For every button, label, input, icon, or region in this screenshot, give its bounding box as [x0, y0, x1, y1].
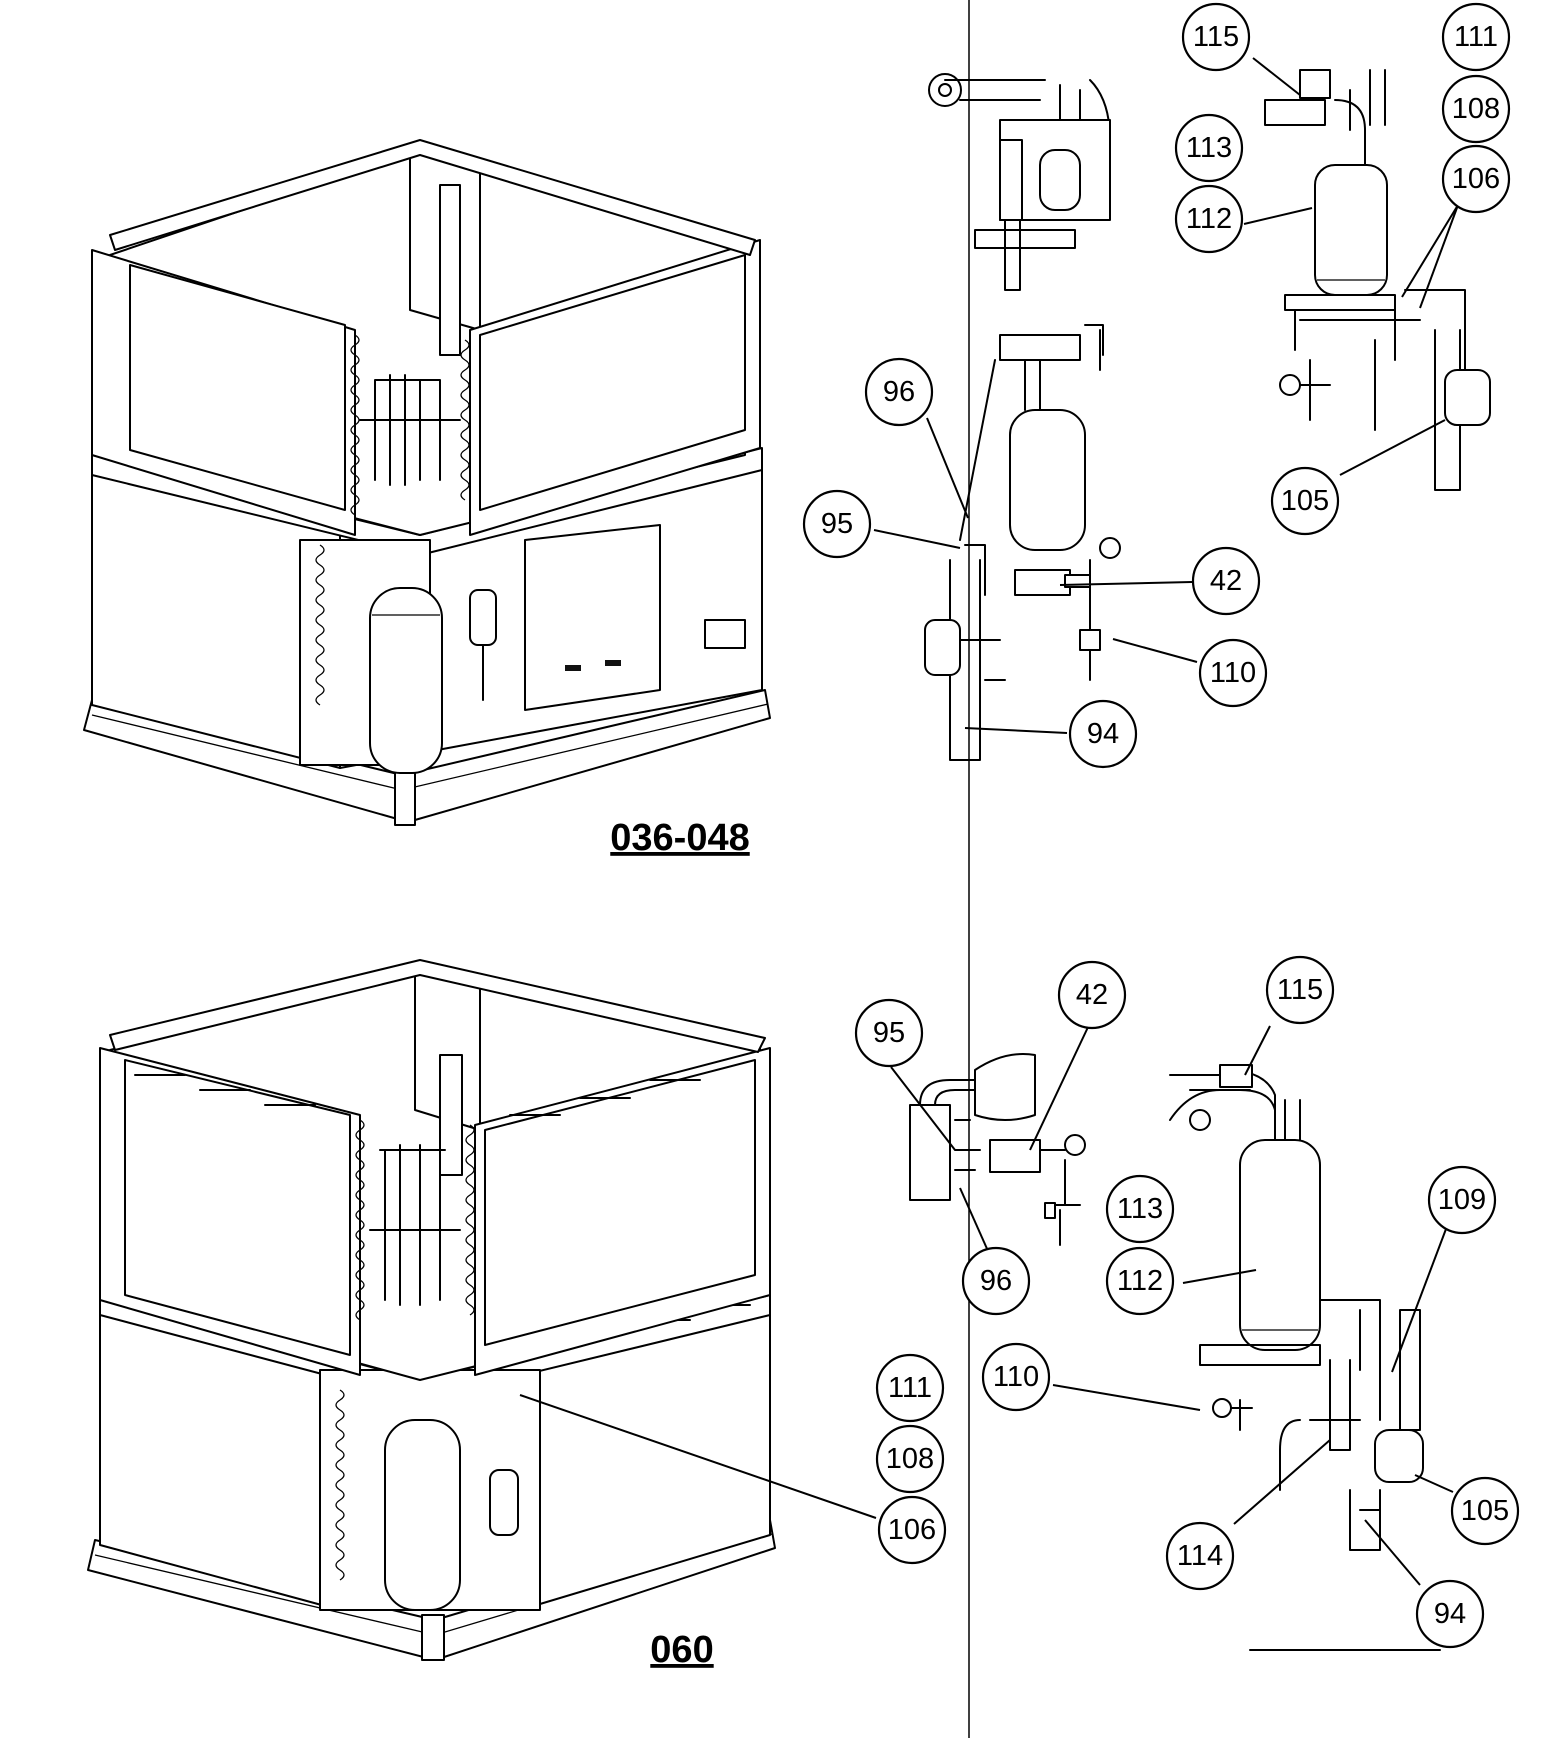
callout-112: 112	[1174, 184, 1244, 254]
callout-110: 110	[1198, 638, 1268, 708]
callout-111: 111	[875, 1353, 945, 1423]
bottom-piping-assembly-left	[909, 1053, 1086, 1246]
callout-42: 42	[1057, 960, 1127, 1030]
svg-text:106: 106	[888, 1514, 936, 1546]
callout-95: 95	[802, 489, 872, 559]
unit-036-048-drawing	[83, 139, 771, 826]
callout-115: 115	[1265, 955, 1335, 1025]
svg-text:112: 112	[1186, 203, 1232, 235]
svg-text:94: 94	[1087, 718, 1119, 750]
callout-108: 108	[875, 1424, 945, 1494]
svg-text:115: 115	[1193, 21, 1239, 53]
top-piping-assembly-right	[1264, 69, 1491, 491]
top-piping-assembly-left	[924, 73, 1121, 761]
svg-text:115: 115	[1277, 974, 1323, 1006]
callout-105: 105	[1450, 1476, 1520, 1546]
svg-text:111: 111	[1454, 21, 1498, 53]
callout-94: 94	[1068, 699, 1138, 769]
callout-113: 113	[1174, 113, 1244, 183]
model-label-bottom: 060	[650, 1629, 713, 1671]
callout-96: 96	[961, 1246, 1031, 1316]
bottom-piping-assembly-right	[1169, 1064, 1441, 1651]
svg-text:94: 94	[1434, 1598, 1466, 1630]
callout-95: 95	[854, 998, 924, 1068]
callout-110: 110	[981, 1342, 1051, 1412]
svg-text:108: 108	[886, 1443, 934, 1475]
svg-text:106: 106	[1452, 163, 1500, 195]
callout-115: 115	[1181, 2, 1251, 72]
callouts-top: 115 111 108 113 106 112 96 95 105 42 110…	[802, 2, 1511, 769]
svg-text:105: 105	[1281, 485, 1329, 517]
svg-text:111: 111	[888, 1372, 932, 1404]
callout-112: 112	[1105, 1246, 1175, 1316]
svg-text:42: 42	[1210, 565, 1242, 597]
callout-111: 111	[1441, 2, 1511, 72]
callout-94: 94	[1415, 1579, 1485, 1649]
callout-105: 105	[1270, 466, 1340, 536]
svg-text:113: 113	[1186, 132, 1232, 164]
callout-108: 108	[1441, 74, 1511, 144]
svg-text:109: 109	[1438, 1184, 1486, 1216]
unit-060-drawing	[87, 959, 776, 1661]
callout-113: 113	[1105, 1174, 1175, 1244]
svg-text:96: 96	[883, 376, 915, 408]
svg-text:114: 114	[1177, 1540, 1223, 1572]
svg-text:110: 110	[993, 1361, 1039, 1393]
callout-114: 114	[1165, 1521, 1235, 1591]
svg-text:42: 42	[1076, 979, 1108, 1011]
callout-106: 106	[1441, 144, 1511, 214]
callout-106: 106	[877, 1495, 947, 1565]
svg-text:105: 105	[1461, 1495, 1509, 1527]
svg-text:113: 113	[1117, 1193, 1163, 1225]
callout-96: 96	[864, 357, 934, 427]
svg-text:95: 95	[873, 1017, 905, 1049]
model-label-top: 036-048	[610, 817, 749, 859]
svg-text:108: 108	[1452, 93, 1500, 125]
svg-text:110: 110	[1210, 657, 1256, 689]
callout-42: 42	[1191, 546, 1261, 616]
callouts-bottom: 42 115 95 113 109 96 112 110 111 108 105…	[854, 955, 1520, 1649]
svg-text:112: 112	[1117, 1265, 1163, 1297]
svg-text:96: 96	[980, 1265, 1012, 1297]
leader-lines	[519, 57, 1459, 1586]
svg-text:95: 95	[821, 508, 853, 540]
callout-109: 109	[1427, 1165, 1497, 1235]
